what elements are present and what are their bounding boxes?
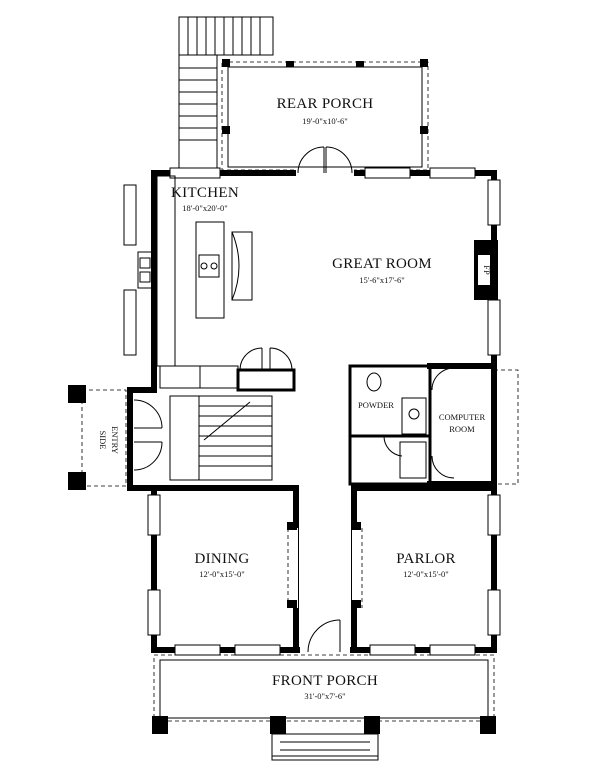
rear-french-doors	[296, 146, 354, 178]
side-entry: SIDE ENTRY	[68, 385, 163, 490]
side-entry-label-1: SIDE	[98, 431, 108, 450]
computer-room: COMPUTER ROOM	[427, 363, 519, 487]
kitchen-label: KITCHEN	[171, 185, 239, 201]
front-door	[300, 614, 350, 654]
kitchen-dimensions: 18'-0"x20'-0"	[182, 203, 227, 213]
front-porch-dimensions: 31'-0"x7'-6"	[304, 691, 345, 701]
parlor-label: PARLOR	[396, 551, 456, 567]
front-porch-label: FRONT PORCH	[272, 673, 378, 689]
front-porch: FRONT PORCH 31'-0"x7'-6"	[152, 654, 496, 734]
interior-walls	[151, 485, 497, 653]
dining-room: DINING 12'-0"x15'-0"	[194, 551, 249, 579]
powder-label: POWDER	[358, 400, 394, 410]
parlor-room: PARLOR 12'-0"x15'-0"	[396, 551, 456, 579]
main-stairs	[169, 395, 273, 481]
dining-dimensions: 12'-0"x15'-0"	[199, 569, 244, 579]
dining-label: DINING	[194, 551, 249, 567]
computer-room-label-1: COMPUTER	[439, 412, 486, 422]
rear-porch-label: REAR PORCH	[277, 96, 374, 112]
great-room-label: GREAT ROOM	[332, 256, 432, 272]
rear-porch-dimensions: 19'-0"x10'-6"	[302, 116, 347, 126]
great-room: GREAT ROOM 15'-6"x17'-6" FP	[332, 240, 498, 300]
fireplace-label: FP	[482, 265, 492, 275]
front-steps	[271, 733, 379, 761]
great-room-dimensions: 15'-6"x17'-6"	[359, 275, 404, 285]
windows	[123, 167, 501, 656]
side-entry-label-2: ENTRY	[110, 426, 120, 454]
kitchen: KITCHEN 18'-0"x20'-0"	[137, 175, 296, 392]
parlor-dimensions: 12'-0"x15'-0"	[403, 569, 448, 579]
computer-room-label-2: ROOM	[449, 424, 475, 434]
rear-stairs	[178, 16, 274, 171]
powder-room: POWDER	[348, 364, 432, 486]
rear-porch: REAR PORCH 19'-0"x10'-6"	[221, 59, 429, 171]
